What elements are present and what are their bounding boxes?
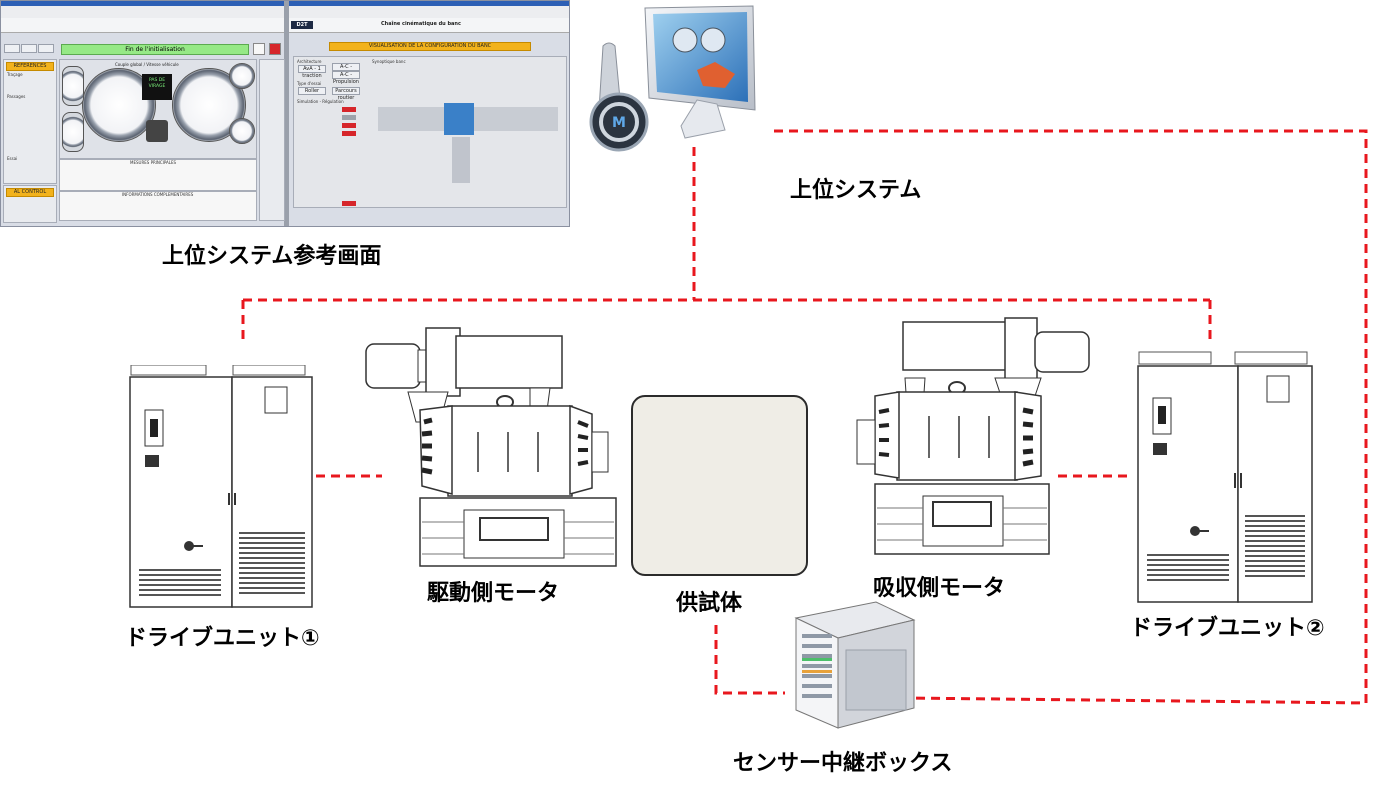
screen-button xyxy=(4,44,20,53)
absorb-motor-label: 吸収側モータ xyxy=(873,576,1006,601)
synoptic-gearbox xyxy=(444,103,474,135)
references-title: REFERENCES xyxy=(6,62,54,71)
test-type-title: Type d'essai xyxy=(297,81,322,86)
synoptic-title: Synoptique banc xyxy=(372,59,406,64)
init-status-bar: Fin de l'initialisation xyxy=(61,44,249,55)
references-panel: REFERENCES Traçage Passages Essai xyxy=(3,59,57,184)
architecture-title: Architecture xyxy=(297,59,322,64)
upper-system-screenshot: Fin de l'initialisation REFERENCES Traça… xyxy=(0,0,570,227)
tracage-label: Traçage xyxy=(7,72,23,77)
arch-button-3: A-C - Propulsion xyxy=(332,71,360,85)
roller-button: Roller xyxy=(298,87,326,95)
center-display: PAS DE VIRAGE xyxy=(142,74,172,100)
gauges-panel: Couple global / Vitesse véhicule PAS DE … xyxy=(59,59,257,159)
extra-info-title: INFORMATIONS COMPLEMENTAIRES xyxy=(122,192,194,197)
passages-label: Passages xyxy=(7,94,26,99)
small-gauge xyxy=(229,63,255,89)
arch-button-2: A-C - Traction xyxy=(332,63,360,77)
drive-unit-1-label: ドライブユニット① xyxy=(125,626,320,651)
essai-label: Essai xyxy=(7,156,18,161)
main-measures-table: MESURES PRINCIPALES xyxy=(59,159,257,191)
status-led xyxy=(342,131,356,136)
d2t-logo: D2T xyxy=(291,21,313,29)
sensor-box-illustration xyxy=(794,601,916,729)
screen-button xyxy=(21,44,37,53)
config-panel: Architecture AvA - 1 traction A-C - Trac… xyxy=(293,56,567,208)
right-window-title: Chaîne cinématique du banc xyxy=(381,21,461,27)
synoptic-engine xyxy=(452,137,470,183)
connector-sample-to-sensor xyxy=(714,625,785,695)
upper-system-label: 上位システム xyxy=(790,178,922,203)
drive-motor-illustration xyxy=(365,327,617,567)
screen-button xyxy=(38,44,54,53)
drive-unit-2-label: ドライブユニット② xyxy=(1130,616,1325,641)
screen-icon xyxy=(253,43,265,55)
center-badge-line-2: VIRAGE xyxy=(148,84,166,89)
control-title: AL CONTROL xyxy=(6,188,54,197)
gear-shift-icon xyxy=(146,120,168,142)
control-panel: AL CONTROL xyxy=(3,185,57,223)
config-banner: VISUALISATION DE LA CONFIGURATION DU BAN… xyxy=(329,42,531,51)
extra-info-table: INFORMATIONS COMPLEMENTAIRES xyxy=(59,191,257,221)
monitor-icon: M xyxy=(589,5,756,152)
window-divider xyxy=(284,1,289,226)
main-measures-title: MESURES PRINCIPALES xyxy=(130,160,177,165)
small-gauge xyxy=(62,112,84,152)
stop-icon xyxy=(269,43,281,55)
sensor-box-label: センサー中継ボックス xyxy=(733,751,953,776)
drive-unit-2-illustration xyxy=(1137,351,1313,603)
gauge-title: Couple global / Vitesse véhicule xyxy=(115,62,179,67)
absorb-motor-illustration xyxy=(856,317,1090,555)
status-led xyxy=(342,115,356,120)
status-led xyxy=(342,201,356,206)
svg-text:M: M xyxy=(612,115,626,131)
side-buttons xyxy=(259,59,285,221)
simulation-title: Simulation - Régulation xyxy=(297,99,344,104)
small-gauge xyxy=(62,66,84,106)
status-led xyxy=(342,107,356,112)
test-piece-box xyxy=(631,395,808,576)
upper-system-screen-label: 上位システム参考画面 xyxy=(162,244,382,269)
status-led xyxy=(342,123,356,128)
connector-upper-to-sensor xyxy=(774,129,1368,705)
drive-unit-1-illustration xyxy=(129,365,313,608)
road-course-button: Parcours routier xyxy=(332,87,360,101)
test-piece-label: 供試体 xyxy=(676,591,743,616)
arch-button-1: AvA - 1 traction xyxy=(298,65,326,79)
small-gauge xyxy=(229,118,255,144)
center-badge-line-1: PAS DE xyxy=(148,78,166,83)
drive-motor-label: 駆動側モータ xyxy=(427,581,560,606)
